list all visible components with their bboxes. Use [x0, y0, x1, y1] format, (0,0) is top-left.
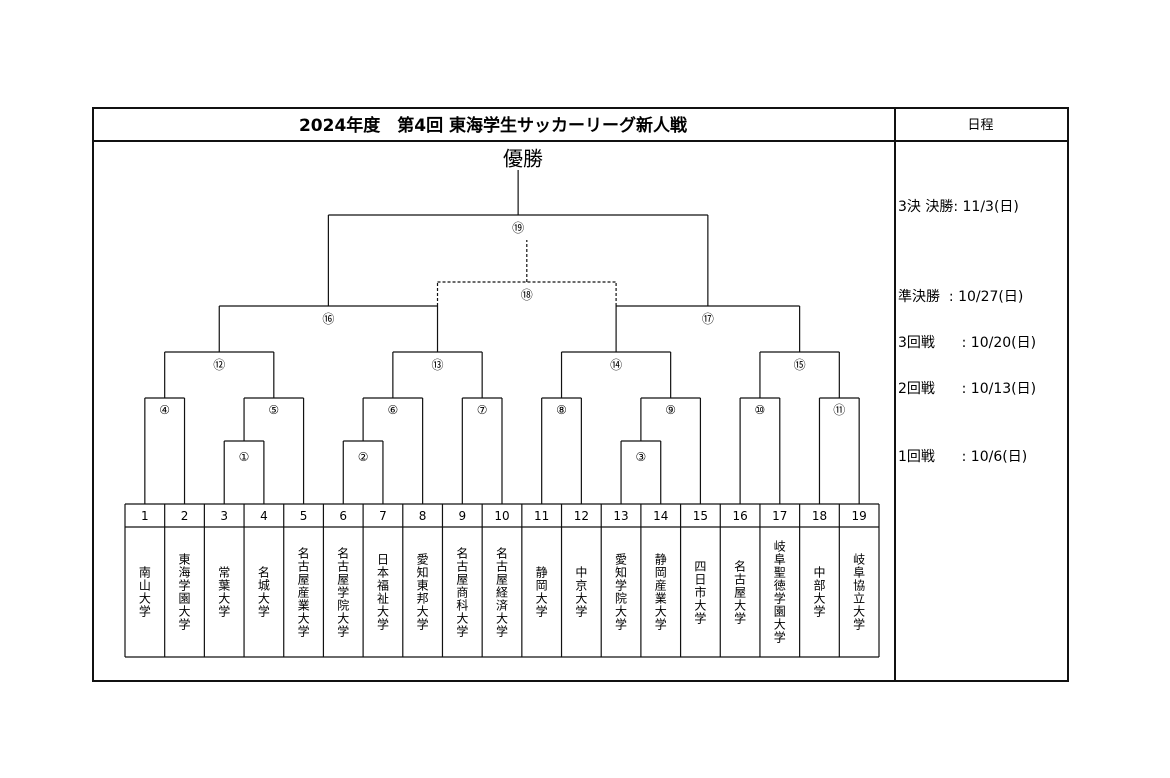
- schedule-date: : 11/3(日): [953, 199, 1019, 215]
- match-number-4: ④: [159, 403, 171, 417]
- schedule-round: 2回戦: [898, 381, 935, 397]
- match-number-12: ⑫: [213, 358, 226, 372]
- team-name: 名古屋学院大学: [335, 546, 350, 638]
- team-name: 名古屋大学: [732, 559, 747, 625]
- team-name: 常葉大学: [216, 566, 231, 618]
- team-name: 名古屋産業大学: [296, 546, 311, 638]
- team-name: 名城大学: [256, 566, 271, 618]
- team-number: 13: [613, 508, 629, 523]
- schedule-item: 1回戦 : 10/6(日): [898, 446, 1027, 466]
- match-number-10: ⑩: [754, 403, 766, 417]
- match-number-8: ⑧: [556, 403, 567, 417]
- bracket-frame: [92, 107, 1069, 682]
- team-number: 17: [772, 508, 788, 523]
- team-name: 中部大学: [811, 566, 826, 618]
- schedule-date: : 10/6(日): [961, 449, 1028, 465]
- match-number-1: ①: [238, 450, 250, 464]
- team-number: 15: [692, 508, 709, 523]
- team-number: 10: [494, 508, 510, 523]
- match-number-14: ⑭: [610, 358, 623, 372]
- schedule-date: : 10/20(日): [961, 335, 1037, 351]
- team-number: 7: [379, 508, 387, 523]
- team-number: 16: [732, 508, 748, 523]
- schedule-item: 準決勝 : 10/27(日): [898, 286, 1023, 306]
- team-number: 3: [220, 508, 229, 523]
- schedule-item: 3決 決勝: 11/3(日): [898, 196, 1019, 216]
- team-number: 6: [339, 508, 348, 523]
- team-number: 1: [141, 508, 149, 523]
- team-name: 日本福祉大学: [375, 553, 390, 631]
- team-number: 12: [573, 508, 589, 523]
- team-name: 岐阜聖徳学園大学: [772, 540, 787, 644]
- team-name: 静岡大学: [534, 566, 549, 618]
- team-number: 14: [653, 508, 669, 523]
- match-number-13: ⑬: [431, 358, 444, 372]
- schedule-divider: [894, 107, 896, 680]
- team-number: 18: [811, 508, 828, 523]
- match-number-3: ③: [635, 450, 647, 464]
- schedule-date: : 10/27(日): [948, 289, 1024, 305]
- team-number: 4: [260, 508, 268, 523]
- champion-label: 優勝: [503, 146, 543, 171]
- team-name: 東海学園大学: [177, 553, 192, 631]
- match-number-11: ⑪: [833, 403, 846, 417]
- team-name: 名古屋商科大学: [454, 546, 469, 638]
- team-name: 四日市大学: [692, 559, 707, 625]
- team-name: 静岡産業大学: [653, 553, 668, 631]
- match-number-16: ⑯: [322, 312, 335, 326]
- team-name: 愛知東邦大学: [415, 553, 430, 631]
- schedule-header: 日程: [967, 118, 994, 133]
- team-number: 2: [180, 508, 189, 523]
- team-number: 8: [418, 508, 427, 523]
- schedule-item: 3回戦 : 10/20(日): [898, 332, 1036, 352]
- team-number: 5: [299, 508, 308, 523]
- team-number: 19: [851, 508, 867, 523]
- team-name: 岐阜協立大学: [851, 553, 866, 631]
- schedule-round: 1回戦: [898, 449, 935, 465]
- team-name: 南山大学: [137, 566, 152, 618]
- header-divider: [92, 140, 1067, 142]
- schedule-round: 3回戦: [898, 335, 935, 351]
- team-name: 愛知学院大学: [613, 553, 628, 631]
- match-number-9: ⑨: [665, 403, 677, 417]
- match-number-7: ⑦: [476, 403, 488, 417]
- match-number-2: ②: [357, 450, 369, 464]
- team-name: 中京大学: [573, 566, 588, 618]
- match-number-17: ⑰: [701, 312, 714, 326]
- match-number-19: ⑲: [512, 221, 525, 235]
- match-number-15: ⑮: [793, 358, 806, 372]
- team-number: 11: [534, 508, 550, 523]
- team-name: 名古屋経済大学: [494, 546, 509, 638]
- schedule-round: 準決勝: [898, 289, 940, 305]
- page-title: 2024年度 第4回 東海学生サッカーリーグ新人戦: [298, 116, 688, 136]
- match-number-5: ⑤: [268, 403, 280, 417]
- match-number-18: ⑱: [520, 288, 533, 302]
- schedule-item: 2回戦 : 10/13(日): [898, 378, 1036, 398]
- schedule-round: 3決 決勝: [898, 199, 954, 215]
- match-number-6: ⑥: [387, 403, 399, 417]
- schedule-date: : 10/13(日): [961, 381, 1037, 397]
- team-number: 9: [458, 508, 467, 523]
